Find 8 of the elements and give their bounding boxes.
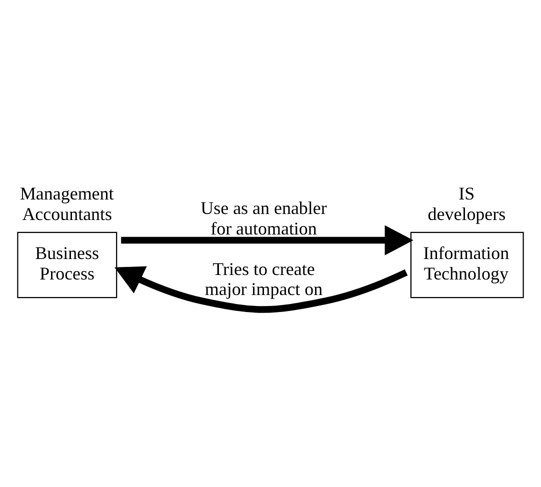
edge-label: Use as an enabler for automation: [200, 198, 327, 238]
edge-label: Tries to create major impact on: [204, 258, 323, 299]
arrow: [114, 266, 408, 312]
node-box: Business Process: [17, 231, 118, 298]
node-label: Management Accountants: [20, 183, 114, 224]
arrow: [121, 224, 414, 255]
node-box: Information Technology: [410, 231, 524, 298]
node-label: IS developers: [428, 183, 506, 224]
